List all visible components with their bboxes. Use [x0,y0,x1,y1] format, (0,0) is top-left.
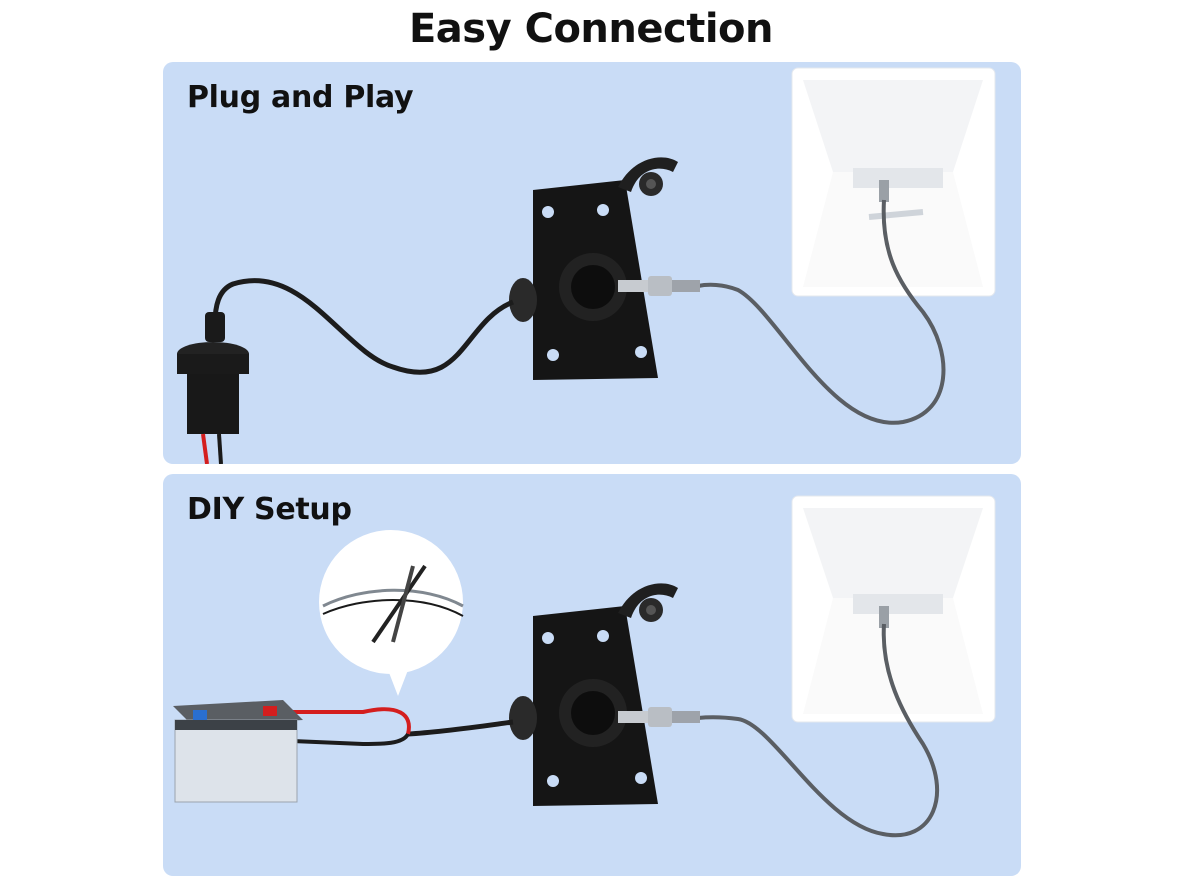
page-title: Easy Connection [408,6,774,52]
wire-stripper-bubble [319,530,464,696]
black-cable [407,719,514,737]
car-battery [173,700,303,803]
diy-setup-label: DIY Setup [187,492,352,527]
black-wire [222,732,410,747]
scissors-icon [371,564,427,644]
wall-light-fixture [791,495,996,723]
red-wire [283,707,411,735]
wall-light-fixture [791,67,996,297]
plug-and-play-label: Plug and Play [187,80,414,115]
black-cable [212,278,514,375]
grey-cable [697,623,940,838]
plug-and-play-illustration [177,67,996,464]
mount-plate [533,157,678,380]
grey-cable [697,199,946,425]
dc-plug-connector [618,707,700,727]
diy-setup-illustration [173,495,996,838]
plug-and-play-panel: Plug and Play [163,62,1021,464]
cigarette-lighter-socket [177,312,249,464]
diy-setup-panel: DIY Setup [163,474,1021,876]
dc-plug-connector [618,276,700,296]
mount-plate [533,583,678,806]
